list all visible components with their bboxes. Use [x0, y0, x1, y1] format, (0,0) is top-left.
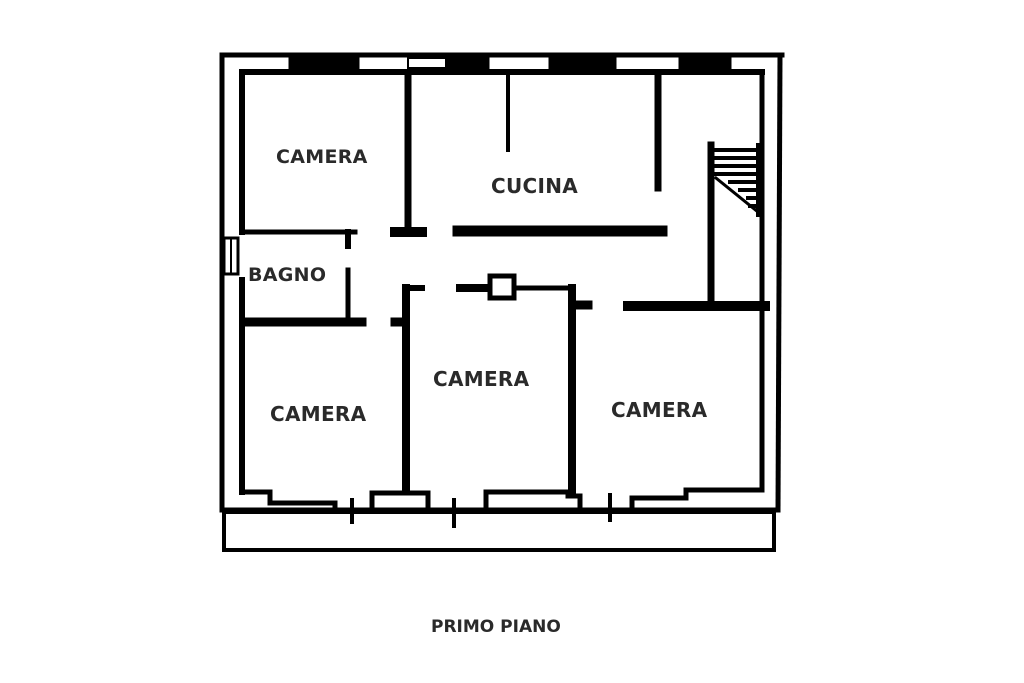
room-label-camera-bottom-left: CAMERA	[270, 402, 367, 426]
balcony	[222, 510, 776, 552]
bottom-walls	[242, 487, 765, 511]
room-label-camera-top-left: CAMERA	[276, 146, 368, 168]
floor-title: PRIMO PIANO	[431, 617, 561, 637]
windows-top	[288, 55, 732, 71]
room-label-camera-bottom-right: CAMERA	[611, 398, 708, 422]
window-bagno	[222, 236, 240, 276]
room-label-camera-center: CAMERA	[433, 367, 530, 391]
room-label-bagno: BAGNO	[248, 264, 327, 286]
stairs-icon	[713, 143, 761, 217]
room-label-cucina: CUCINA	[491, 174, 579, 198]
interior-walls	[240, 70, 770, 494]
